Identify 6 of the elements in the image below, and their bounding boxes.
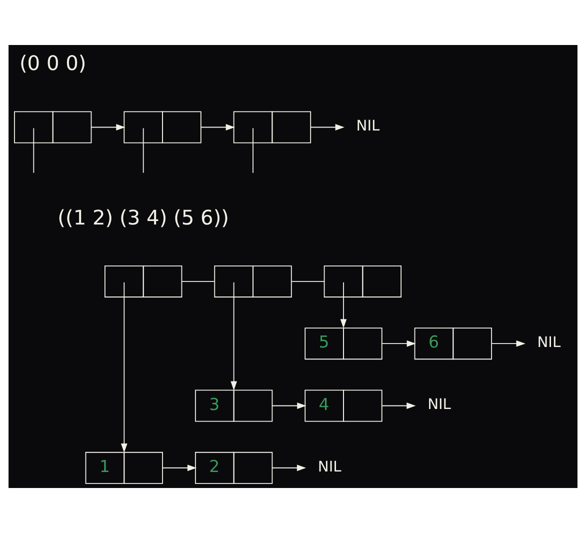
label: (0 0 0) bbox=[19, 51, 86, 76]
node-text: NIL bbox=[318, 458, 342, 476]
label: ((1 2) (3 4) (5 6)) bbox=[58, 205, 230, 230]
node-text: NIL bbox=[537, 334, 561, 352]
node-text: NIL bbox=[356, 118, 380, 135]
node-text: NIL bbox=[428, 396, 451, 414]
